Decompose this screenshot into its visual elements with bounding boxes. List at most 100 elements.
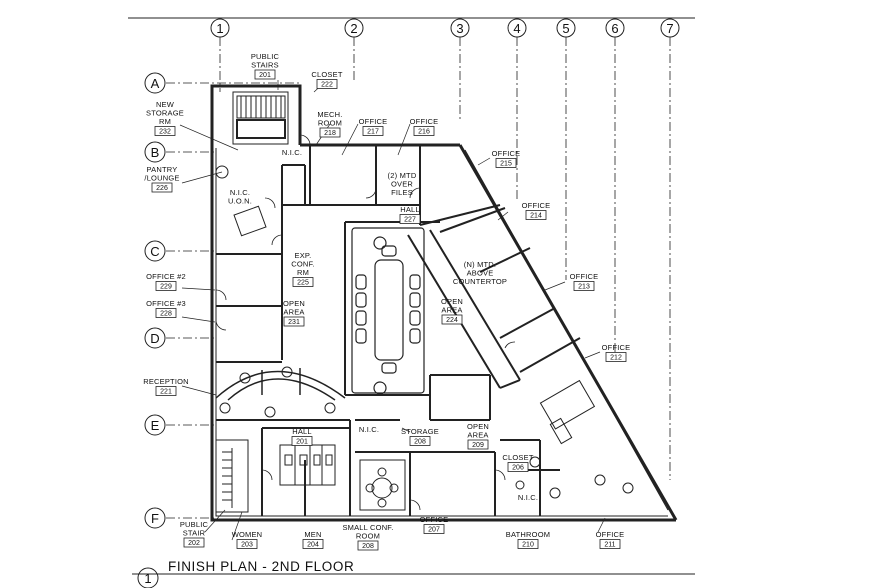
grid-col-label-7: 7 [666,21,673,36]
room-name-office-207: OFFICE [420,515,449,524]
room-number-women-203: 203 [241,542,253,549]
room-number-box [517,539,539,549]
room-number-box [495,158,517,168]
grid-col-label-4: 4 [513,21,520,36]
office-furniture [215,165,634,499]
grid-row-label-d: D [150,331,159,346]
grid-row-label-f: F [151,511,159,526]
room-number-box [599,539,621,549]
room-name-closet-206: CLOSET [502,453,533,462]
grid-col-label-1: 1 [216,21,223,36]
room-number-box [283,316,305,327]
room-number-box [507,462,529,472]
grid-bubble-col-4 [507,18,527,38]
grid-bubble-col-5 [556,18,576,38]
small-conf-table [359,459,406,511]
room-number-box [467,439,489,450]
grid-bubble-row-c [144,240,166,262]
room-name-office-3-228: OFFICE #3 [146,299,186,308]
room-name-office-2-229: OFFICE #2 [146,272,186,281]
room-number-box [236,539,258,549]
room-tag-office-216: OFFICE 216 [410,117,439,136]
room-number-box [441,314,463,325]
room-name-pantry: PANTRY/LOUNGE [144,165,179,183]
grid-row-label-a: A [151,76,160,91]
room-number-public-stair-202: 202 [188,540,200,547]
room-name-reception: RECEPTION [143,377,189,386]
grid-bubble-row-f [144,507,166,529]
room-name-office-216: OFFICE [410,117,439,126]
grid-bottom-label-1: 1 [144,571,151,586]
grid-bubble-row-e [144,414,166,436]
grid-row-label-b: B [151,145,160,160]
restroom-fixtures [279,444,336,486]
grid-col-label-2: 2 [350,21,357,36]
room-name-exp-conf: EXP.CONF.RM [291,251,315,277]
room-number-box [605,352,627,362]
room-name-hall-201: HALL [292,427,312,436]
room-number-box [302,539,324,549]
room-name-office-212: OFFICE [602,343,631,352]
room-name-office-215: OFFICE [492,149,521,158]
room-number-men-204: 204 [307,542,319,549]
room-name-men-204: MEN [304,530,321,539]
room-name-hall-227: HALL [400,205,420,214]
room-number-office-207: 207 [428,527,440,534]
room-name-nic-uon: N.I.C.U.O.N. [228,188,252,206]
room-name-office-214: OFFICE [522,201,551,210]
room-number-office-212: 212 [610,355,622,362]
room-name-office-217: OFFICE [359,117,388,126]
room-tag-hall-201: HALL 201 [291,427,313,446]
room-number-mech-room: 218 [324,130,336,137]
grid-row-label-c: C [150,244,159,259]
room-tag-men-204: MEN 204 [302,530,324,549]
room-number-exp-conf: 225 [297,280,309,287]
room-number-office-213: 213 [578,284,590,291]
room-number-box [254,69,276,80]
grid-bubble-col-2 [344,18,364,38]
conference-table [351,227,425,395]
room-number-box [409,436,431,446]
room-tag-nic-mid: N.I.C. [359,425,379,434]
room-name-nic-bottom: N.I.C. [518,493,538,502]
room-number-hall-201: 201 [296,439,308,446]
room-number-small-conf: 208 [362,543,374,550]
room-number-office-211: 211 [604,542,615,549]
room-number-box [413,126,435,136]
grid-bubble-row-a [144,72,166,94]
room-number-office-216: 216 [418,129,430,136]
room-number-box [291,436,313,446]
grid-bubble-col-1 [210,18,230,38]
room-name-nic-top: N.I.C. [282,148,302,157]
room-number-box [423,524,445,534]
grid-bubble-col-6 [605,18,625,38]
room-number-reception: 221 [160,389,172,396]
grid-bubbles [137,18,680,588]
reception-desk [215,368,346,401]
room-number-office-3-228: 228 [160,311,172,318]
room-number-open-area-231: 231 [288,319,300,326]
room-number-box [155,386,177,396]
